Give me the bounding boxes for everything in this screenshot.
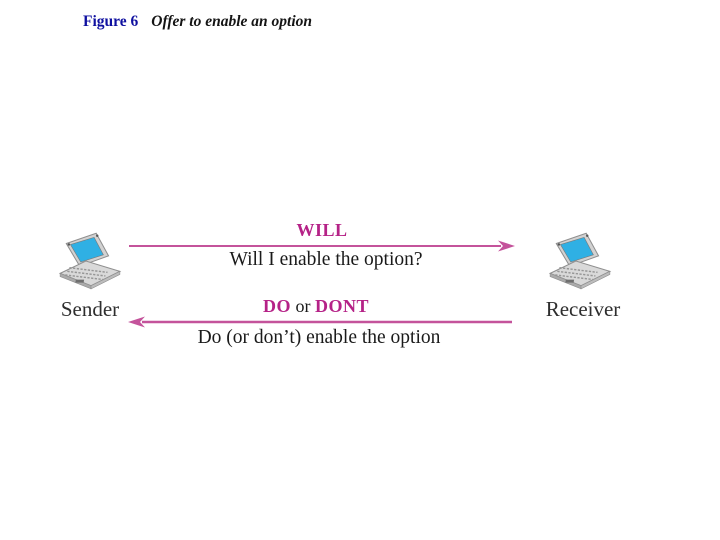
sender-label: Sender <box>60 297 120 321</box>
receiver-laptop-icon <box>548 232 612 290</box>
will-arrow-right <box>129 240 515 252</box>
figure-number-label: Figure 6 <box>83 13 139 30</box>
figure-header: Figure 6 Offer to enable an option <box>83 12 312 32</box>
do-dont-description: Do (or don’t) enable the option <box>197 327 441 348</box>
sender-laptop-icon <box>58 232 122 290</box>
will-keyword: WILL <box>296 220 348 240</box>
receiver-label: Receiver <box>545 297 621 321</box>
do-dont-arrow-left <box>128 316 512 328</box>
figure-caption: Offer to enable an option <box>151 13 312 30</box>
will-description: Will I enable the option? <box>229 249 423 270</box>
do-keyword-part: DO <box>262 296 291 316</box>
dont-keyword-part: DONT <box>314 296 370 316</box>
do-dont-keyword: DO or DONT <box>263 296 369 317</box>
or-keyword-part: or <box>290 296 315 316</box>
